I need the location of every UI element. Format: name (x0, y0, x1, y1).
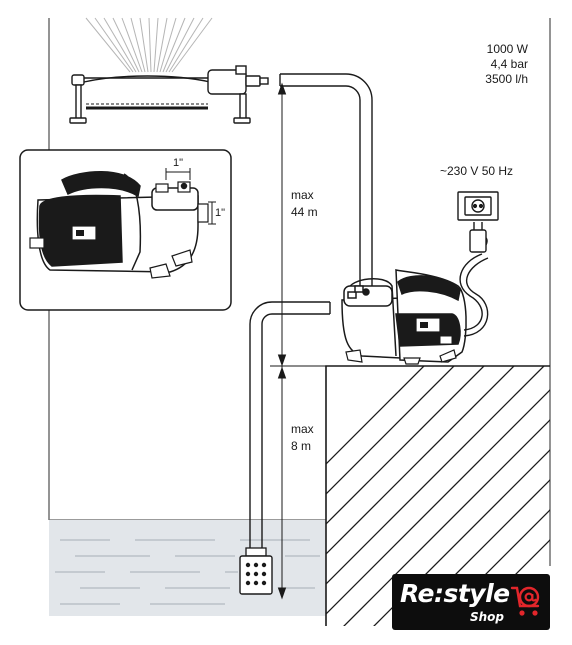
delivery-height-value: 44 m (291, 205, 318, 219)
suction-height-value: 8 m (291, 439, 312, 453)
power-plug (469, 222, 487, 253)
spec-flow: 3500 l/h (485, 72, 528, 86)
suction-height-max: max (291, 422, 314, 436)
logo-sub-text: Shop (470, 610, 505, 624)
garden-pump (341, 269, 467, 365)
spec-pressure: 4,4 bar (490, 57, 528, 71)
suction-hose (249, 301, 331, 548)
restyle-shop-logo: Re:style Shop (392, 574, 550, 630)
cart-at-icon (510, 586, 540, 616)
spec-power: 1000 W (486, 42, 528, 56)
discharge-hose (279, 73, 373, 292)
logo-brand-text: Re:style (400, 579, 510, 608)
supply-voltage-label: ~230 V 50 Hz (440, 164, 514, 178)
oscillating-sprinkler (69, 65, 269, 124)
water-reservoir (49, 520, 326, 616)
height-dimension (270, 82, 330, 600)
inlet-thread-label: 1" (215, 207, 226, 219)
connection-detail-inset (19, 149, 232, 311)
outlet-thread-label: 1" (172, 157, 184, 169)
wall-socket (457, 191, 499, 221)
delivery-height-max: max (291, 188, 314, 202)
sprinkler-spray (85, 17, 213, 73)
foot-valve (239, 547, 273, 595)
